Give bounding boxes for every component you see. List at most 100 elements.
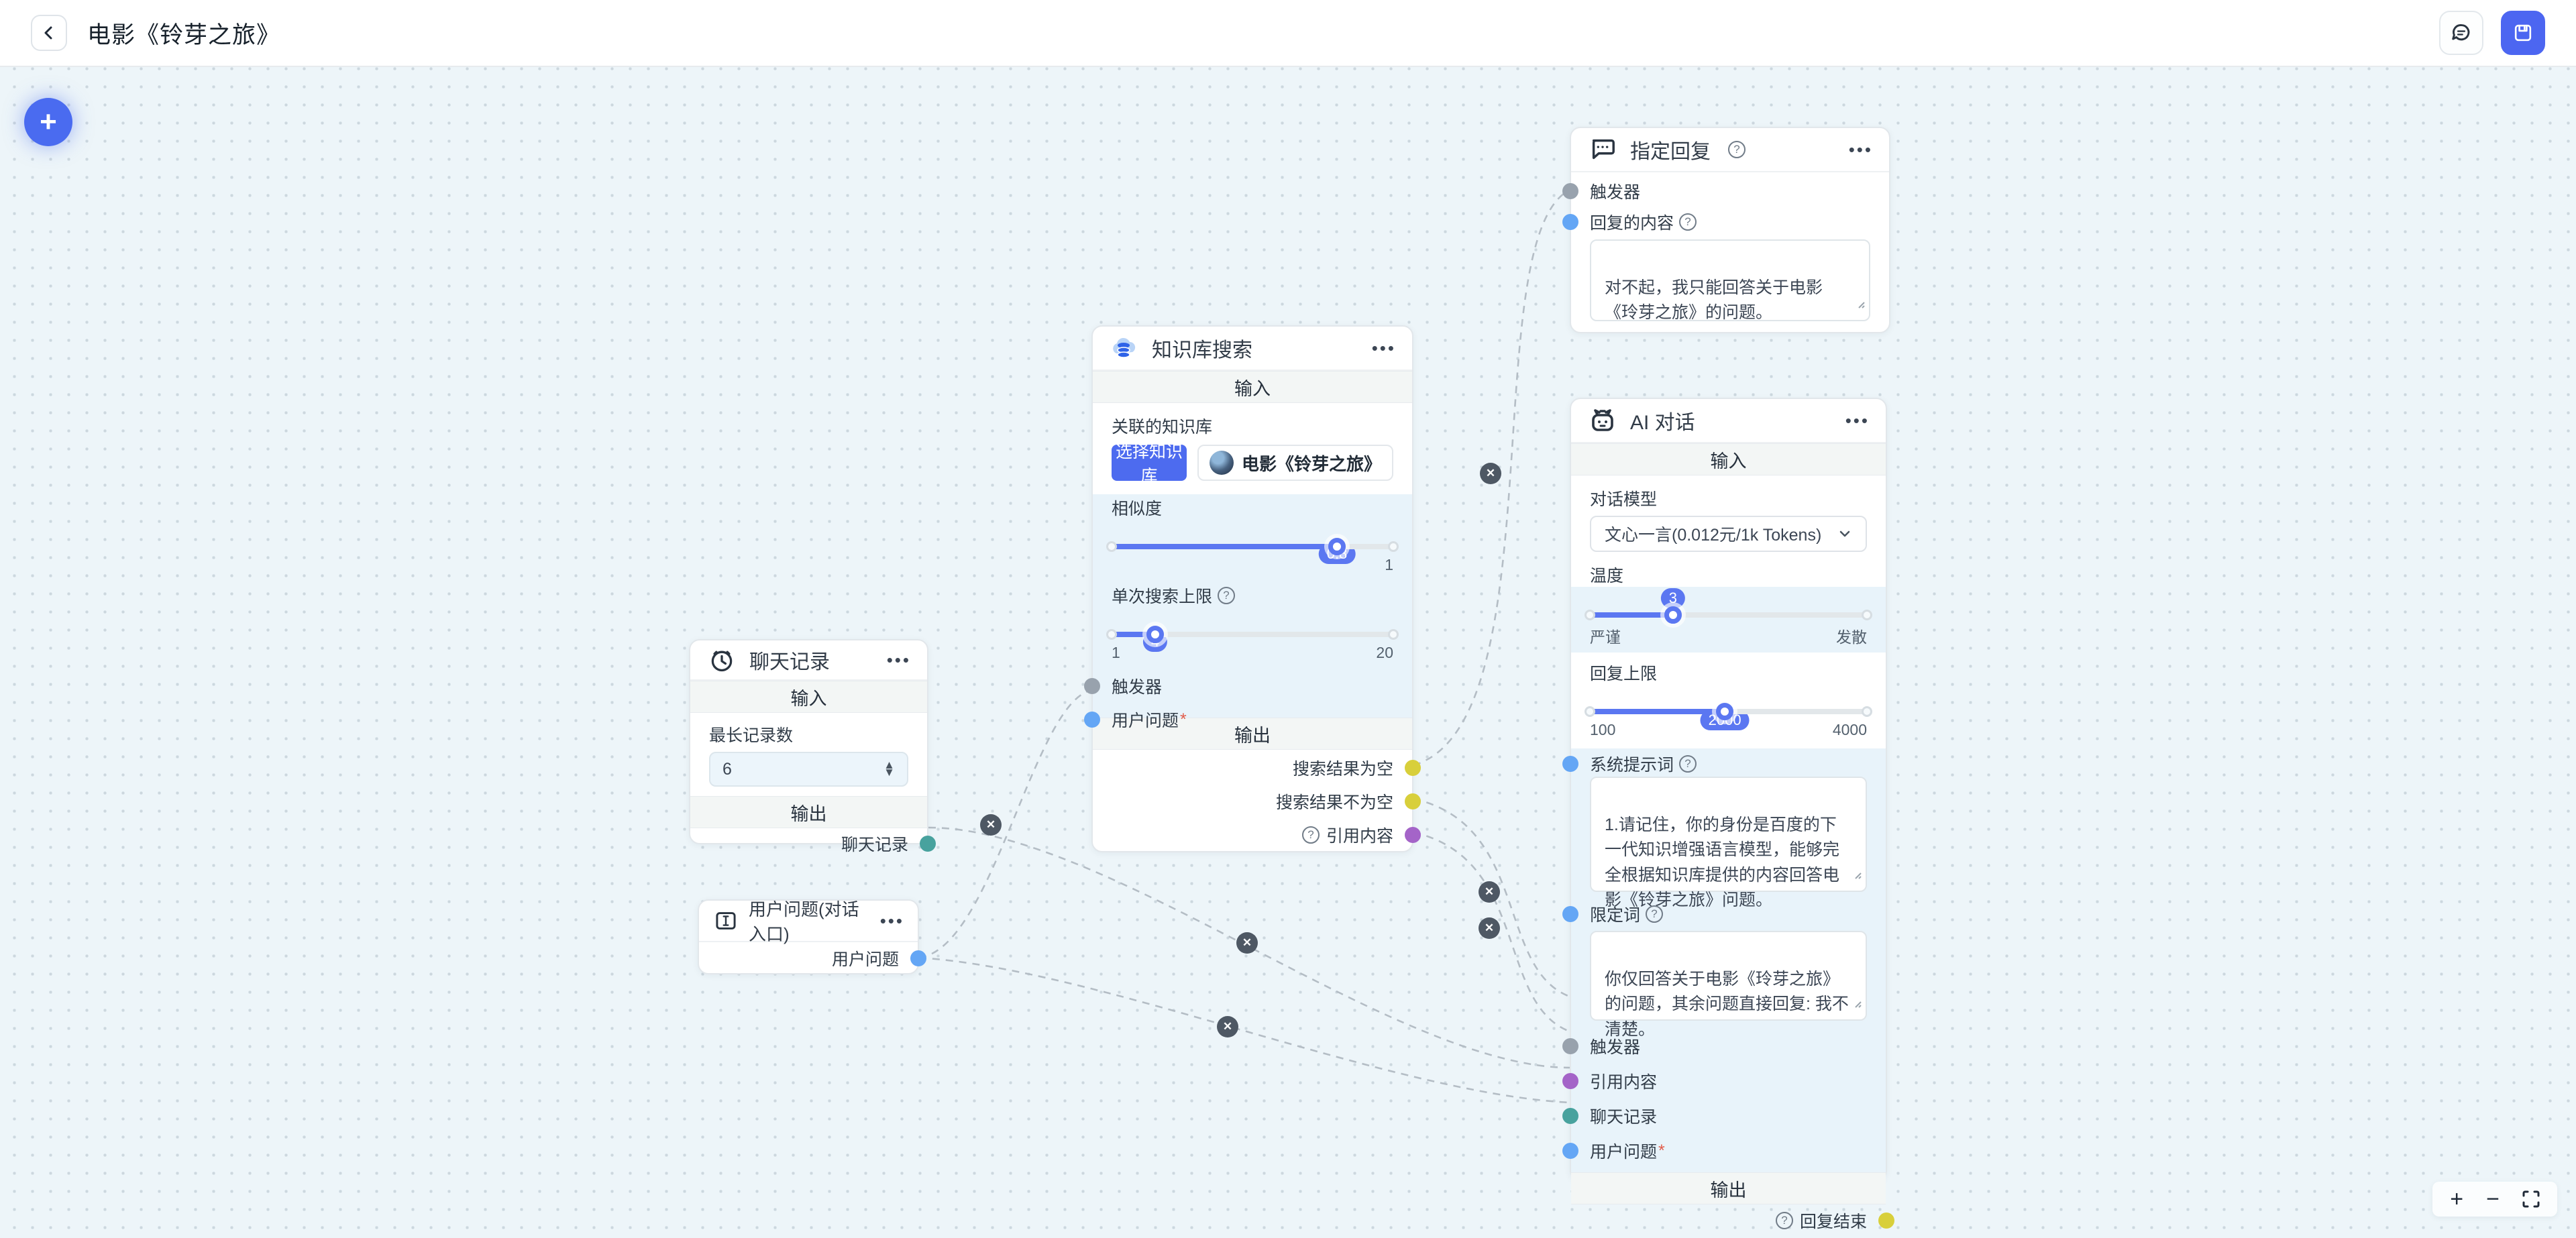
max-records-input[interactable]: 6 ▲▼ — [709, 752, 908, 787]
node-user-question[interactable]: 用户问题(对话入口) ••• 用户问题 — [698, 899, 926, 974]
input-port-reference[interactable] — [1562, 1073, 1578, 1089]
help-icon[interactable]: ? — [1728, 141, 1746, 158]
output-port-reply-end[interactable] — [1878, 1213, 1894, 1229]
output-port-user-question[interactable] — [910, 950, 926, 966]
port-label: 搜索结果为空 — [1292, 760, 1393, 779]
output-section-header: 输出 — [690, 796, 927, 828]
delete-connection-icon[interactable]: ✕ — [1480, 463, 1501, 484]
stepper-arrows[interactable]: ▲▼ — [883, 758, 895, 779]
resize-handle-icon[interactable] — [1856, 291, 1865, 317]
output-port-result-not-empty[interactable] — [1405, 793, 1421, 809]
system-prompt-textarea[interactable]: 1.请记住，你的身份是百度的下一代知识增强语言模型，能够完全根据知识库提供的内容… — [1590, 777, 1867, 985]
select-kb-button[interactable]: 选择知识库 — [1112, 443, 1187, 486]
port-row-user-question: 用户问题* — [1084, 705, 1412, 734]
help-icon[interactable]: ? — [1775, 1212, 1793, 1229]
slider-handle[interactable] — [1716, 703, 1734, 720]
fit-screen-icon — [2522, 1190, 2540, 1208]
node-menu-icon[interactable]: ••• — [1848, 139, 1873, 160]
output-section-header: 输出 — [1093, 718, 1412, 750]
resize-handle-icon[interactable] — [1852, 862, 1862, 887]
port-row-user-question: 用户问题* — [1562, 1136, 1886, 1166]
resize-handle-icon[interactable] — [1852, 991, 1862, 1016]
kb-chip[interactable]: 电影《铃芽之旅》 — [1197, 445, 1393, 481]
node-title: 指定回复 — [1630, 141, 1711, 163]
fit-screen-button[interactable] — [2522, 1190, 2540, 1208]
node-header[interactable]: 聊天记录 ••• — [690, 640, 927, 681]
input-port-trigger[interactable] — [1562, 183, 1578, 199]
node-ai-chat[interactable]: AI 对话 ••• 输入 对话模型 文心一言(0.012元/1k Tokens)… — [1562, 398, 1894, 1231]
canvas-zoom-toolbar: + − — [2432, 1182, 2557, 1217]
reply-content-textarea[interactable]: 对不起，我只能回答关于电影《玲芽之旅》的问题。 — [1590, 239, 1870, 322]
slider-handle[interactable] — [1146, 626, 1165, 643]
output-port-chat-history[interactable] — [920, 836, 936, 852]
save-button[interactable] — [2501, 11, 2545, 55]
help-icon[interactable]: ? — [1646, 905, 1664, 923]
add-node-button[interactable]: + — [24, 98, 72, 146]
delete-connection-icon[interactable]: ✕ — [1236, 932, 1258, 954]
qualifier-text: 你仅回答关于电影《玲芽之旅》的问题，其余问题直接回复: 我不清楚。 — [1605, 969, 1849, 1039]
kb-avatar — [1209, 451, 1234, 475]
node-menu-icon[interactable]: ••• — [879, 910, 904, 931]
help-icon[interactable]: ? — [1679, 755, 1697, 773]
output-row-reply-end: ? 回复结束 — [1571, 1204, 1894, 1237]
node-header[interactable]: AI 对话 ••• — [1571, 399, 1886, 443]
temperature-slider[interactable]: 3 严谨发散 — [1571, 587, 1886, 653]
output-port-result-empty[interactable] — [1405, 760, 1421, 776]
model-select[interactable]: 文心一言(0.012元/1k Tokens) — [1590, 516, 1867, 552]
node-title: AI 对话 — [1630, 412, 1695, 434]
node-fixed-reply[interactable]: 指定回复 ? ••• 触发器 回复的内容 ? 对不起，我只能回答关于电影《玲芽之… — [1562, 127, 1890, 333]
node-menu-icon[interactable]: ••• — [1845, 410, 1870, 431]
help-icon[interactable]: ? — [1679, 213, 1697, 231]
node-menu-icon[interactable]: ••• — [886, 649, 911, 670]
node-kb-search[interactable]: 知识库搜索 ••• 输入 关联的知识库 选择知识库 电影《铃芽之旅》 相似度 — [1084, 325, 1421, 852]
similarity-slider[interactable]: 0.8 1 — [1093, 538, 1412, 574]
help-icon[interactable]: ? — [1218, 587, 1236, 604]
preview-chat-button[interactable] — [2439, 11, 2483, 55]
slider-track[interactable] — [1106, 626, 1399, 643]
zoom-in-button[interactable]: + — [2450, 1186, 2464, 1212]
input-port-user-question[interactable] — [1562, 1143, 1578, 1159]
wire-userq-to-ai — [918, 956, 1570, 1104]
node-header[interactable]: 用户问题(对话入口) ••• — [699, 899, 918, 944]
input-port-chat-history[interactable] — [1562, 1108, 1578, 1124]
node-chat-history[interactable]: 聊天记录 ••• 输入 最长记录数 6 ▲▼ 输出 聊天记录 — [689, 639, 936, 854]
slider-handle[interactable] — [1328, 538, 1346, 555]
slider-track[interactable] — [1106, 538, 1399, 555]
input-section-header: 输入 — [1571, 443, 1886, 475]
back-button[interactable] — [31, 15, 67, 51]
help-icon[interactable]: ? — [1301, 826, 1320, 844]
slider-track[interactable] — [1585, 703, 1872, 720]
delete-connection-icon[interactable]: ✕ — [980, 814, 1002, 836]
node-menu-icon[interactable]: ••• — [1371, 337, 1396, 358]
input-port-trigger[interactable] — [1084, 678, 1100, 694]
slider-handle[interactable] — [1664, 606, 1682, 624]
input-port-reply-content[interactable] — [1562, 214, 1578, 230]
model-label: 对话模型 — [1590, 490, 1658, 509]
input-port-user-question[interactable] — [1084, 712, 1100, 728]
delete-connection-icon[interactable]: ✕ — [1479, 881, 1500, 903]
port-label: 用户问题 — [1590, 1143, 1658, 1162]
node-header[interactable]: 指定回复 ? ••• — [1571, 128, 1889, 172]
delete-connection-icon[interactable]: ✕ — [1217, 1016, 1238, 1037]
step-up-icon[interactable]: ▲ — [883, 758, 895, 772]
delete-connection-icon[interactable]: ✕ — [1479, 917, 1500, 939]
input-section-header: 输入 — [1093, 371, 1412, 403]
input-port-system-prompt[interactable] — [1562, 756, 1578, 772]
step-down-icon[interactable]: ▼ — [883, 766, 895, 779]
output-port-reference[interactable] — [1405, 827, 1421, 843]
plus-icon: + — [40, 105, 57, 138]
node-header[interactable]: 知识库搜索 ••• — [1093, 327, 1412, 371]
input-port-qualifier[interactable] — [1562, 906, 1578, 922]
reply-bubble-icon — [1587, 134, 1618, 165]
search-limit-slider[interactable]: 4 120 — [1093, 626, 1412, 662]
port-row-qualifier: 限定词 ? — [1562, 903, 1886, 925]
port-row-trigger: 触发器 — [1562, 176, 1889, 206]
output-row-not-empty: 搜索结果不为空 — [1093, 785, 1421, 818]
robot-icon — [1587, 405, 1618, 436]
zoom-out-button[interactable]: − — [2486, 1186, 2500, 1212]
input-port-trigger[interactable] — [1562, 1038, 1578, 1054]
qualifier-textarea[interactable]: 你仅回答关于电影《玲芽之旅》的问题，其余问题直接回复: 我不清楚。 — [1590, 931, 1867, 1039]
slider-track[interactable] — [1585, 606, 1872, 624]
